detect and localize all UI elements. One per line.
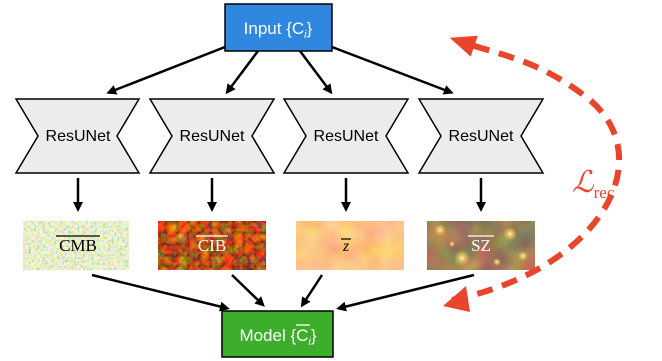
resunet-label: ResUNet <box>449 128 514 145</box>
input-label: Input {Ci} <box>244 19 313 41</box>
input-box: Input {Ci} <box>224 3 333 52</box>
reconstruction-loss-arc: ℒrec <box>443 35 623 312</box>
input-arrows <box>106 45 454 95</box>
resunet-block-2: ResUNet <box>148 98 276 174</box>
map-label: SZ <box>471 236 491 255</box>
map-label: z <box>342 238 350 255</box>
loss-label: ℒrec <box>572 166 615 202</box>
map-label: CMB <box>59 236 97 255</box>
map-label: CIB <box>198 236 226 255</box>
arrow-input-to-net-1 <box>106 45 226 95</box>
network-row: ResUNet ResUNet ResUNet ResUNet <box>14 98 545 174</box>
output-box: Model {Ci} <box>221 310 334 358</box>
network-to-map-arrows <box>73 178 486 212</box>
resunet-block-4: ResUNet <box>417 98 545 174</box>
arrow-map-2-to-output <box>231 274 265 307</box>
map-to-output-arrows <box>91 273 475 312</box>
arrow-input-to-net-4 <box>331 45 454 95</box>
z-map: z <box>296 221 404 270</box>
cmb-map: CMB <box>23 221 129 270</box>
arrow-map-4-to-output <box>336 273 475 312</box>
map-row: CMB CIB z SZ <box>23 221 535 270</box>
arrow-input-to-net-3 <box>299 50 333 95</box>
resunet-block-3: ResUNet <box>282 98 410 174</box>
resunet-label: ResUNet <box>314 128 379 145</box>
loss-arrowhead-bottom <box>443 286 470 312</box>
output-label: Model {Ci} <box>239 326 316 348</box>
resunet-label: ResUNet <box>46 128 111 145</box>
cib-map: CIB <box>158 221 266 270</box>
sz-map: SZ <box>427 221 535 270</box>
arrow-map-3-to-output <box>300 274 324 308</box>
arrow-input-to-net-2 <box>225 50 259 95</box>
arrow-map-1-to-output <box>91 273 230 312</box>
resunet-label: ResUNet <box>180 128 245 145</box>
resunet-block-1: ResUNet <box>14 98 141 174</box>
